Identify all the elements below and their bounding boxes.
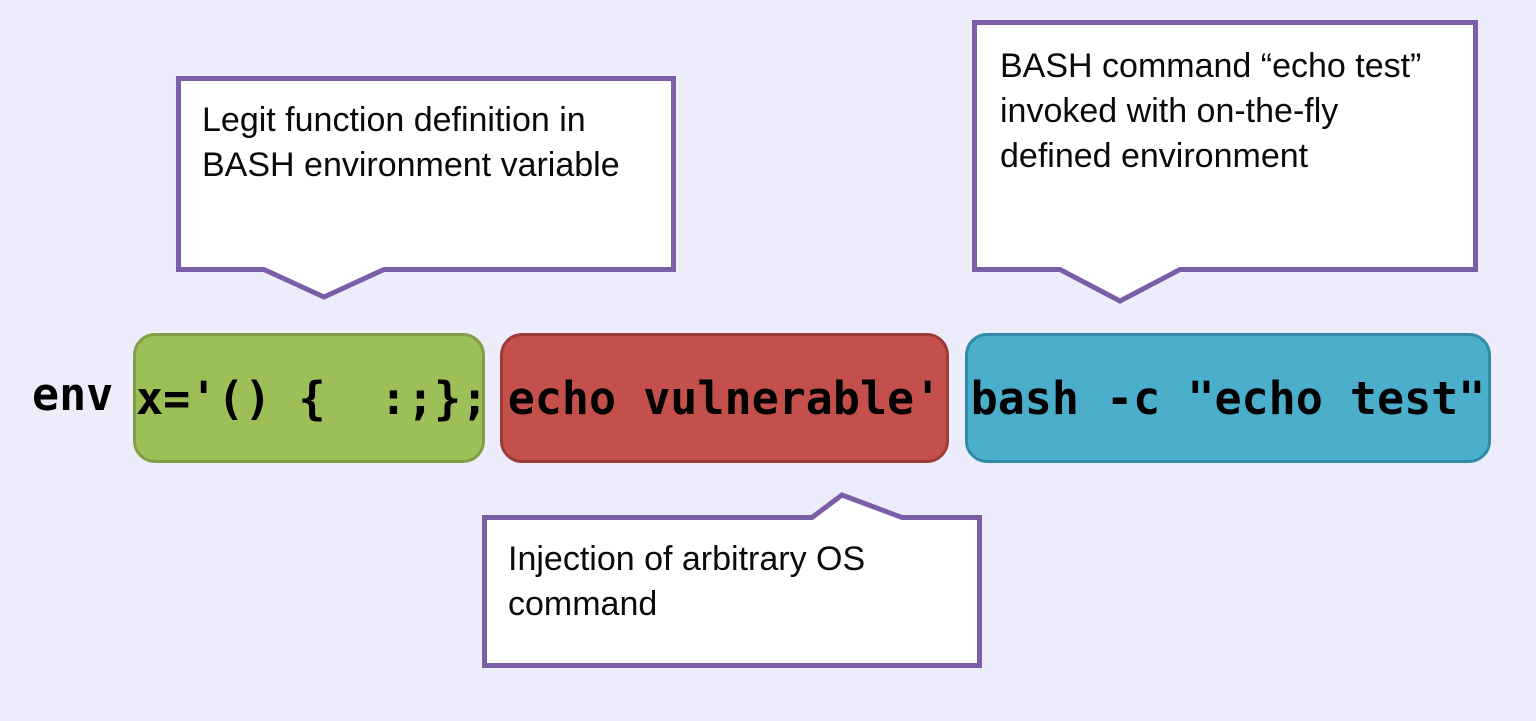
command-segment-injected-command[interactable]: echo vulnerable' [500,333,949,463]
callout-injection-shape [482,492,982,668]
command-segment-env-assignment-label: x='() { :;}; [136,371,489,425]
callout-legit-function-definition[interactable]: Legit function definition in BASH enviro… [176,76,676,301]
callout-injection-of-arbitrary-os-command[interactable]: Injection of arbitrary OS command [482,492,982,668]
command-segment-invoked-command-label: bash -c "echo test" [970,371,1486,425]
callout-injection-text: Injection of arbitrary OS command [508,540,866,623]
callout-bash-command-invoked[interactable]: BASH command “echo test” invoked with on… [972,20,1478,304]
command-segment-injected-command-label: echo vulnerable' [507,371,942,425]
command-prefix-env: env [32,368,114,421]
callout-legit-shape [176,76,676,300]
command-segment-invoked-command[interactable]: bash -c "echo test" [965,333,1491,463]
callout-legit-text: Legit function definition in BASH enviro… [202,101,620,184]
command-segment-env-assignment[interactable]: x='() { :;}; [133,333,489,463]
callout-bash-text: BASH command “echo test” invoked with on… [1000,47,1422,175]
callout-bash-shape [972,20,1478,304]
